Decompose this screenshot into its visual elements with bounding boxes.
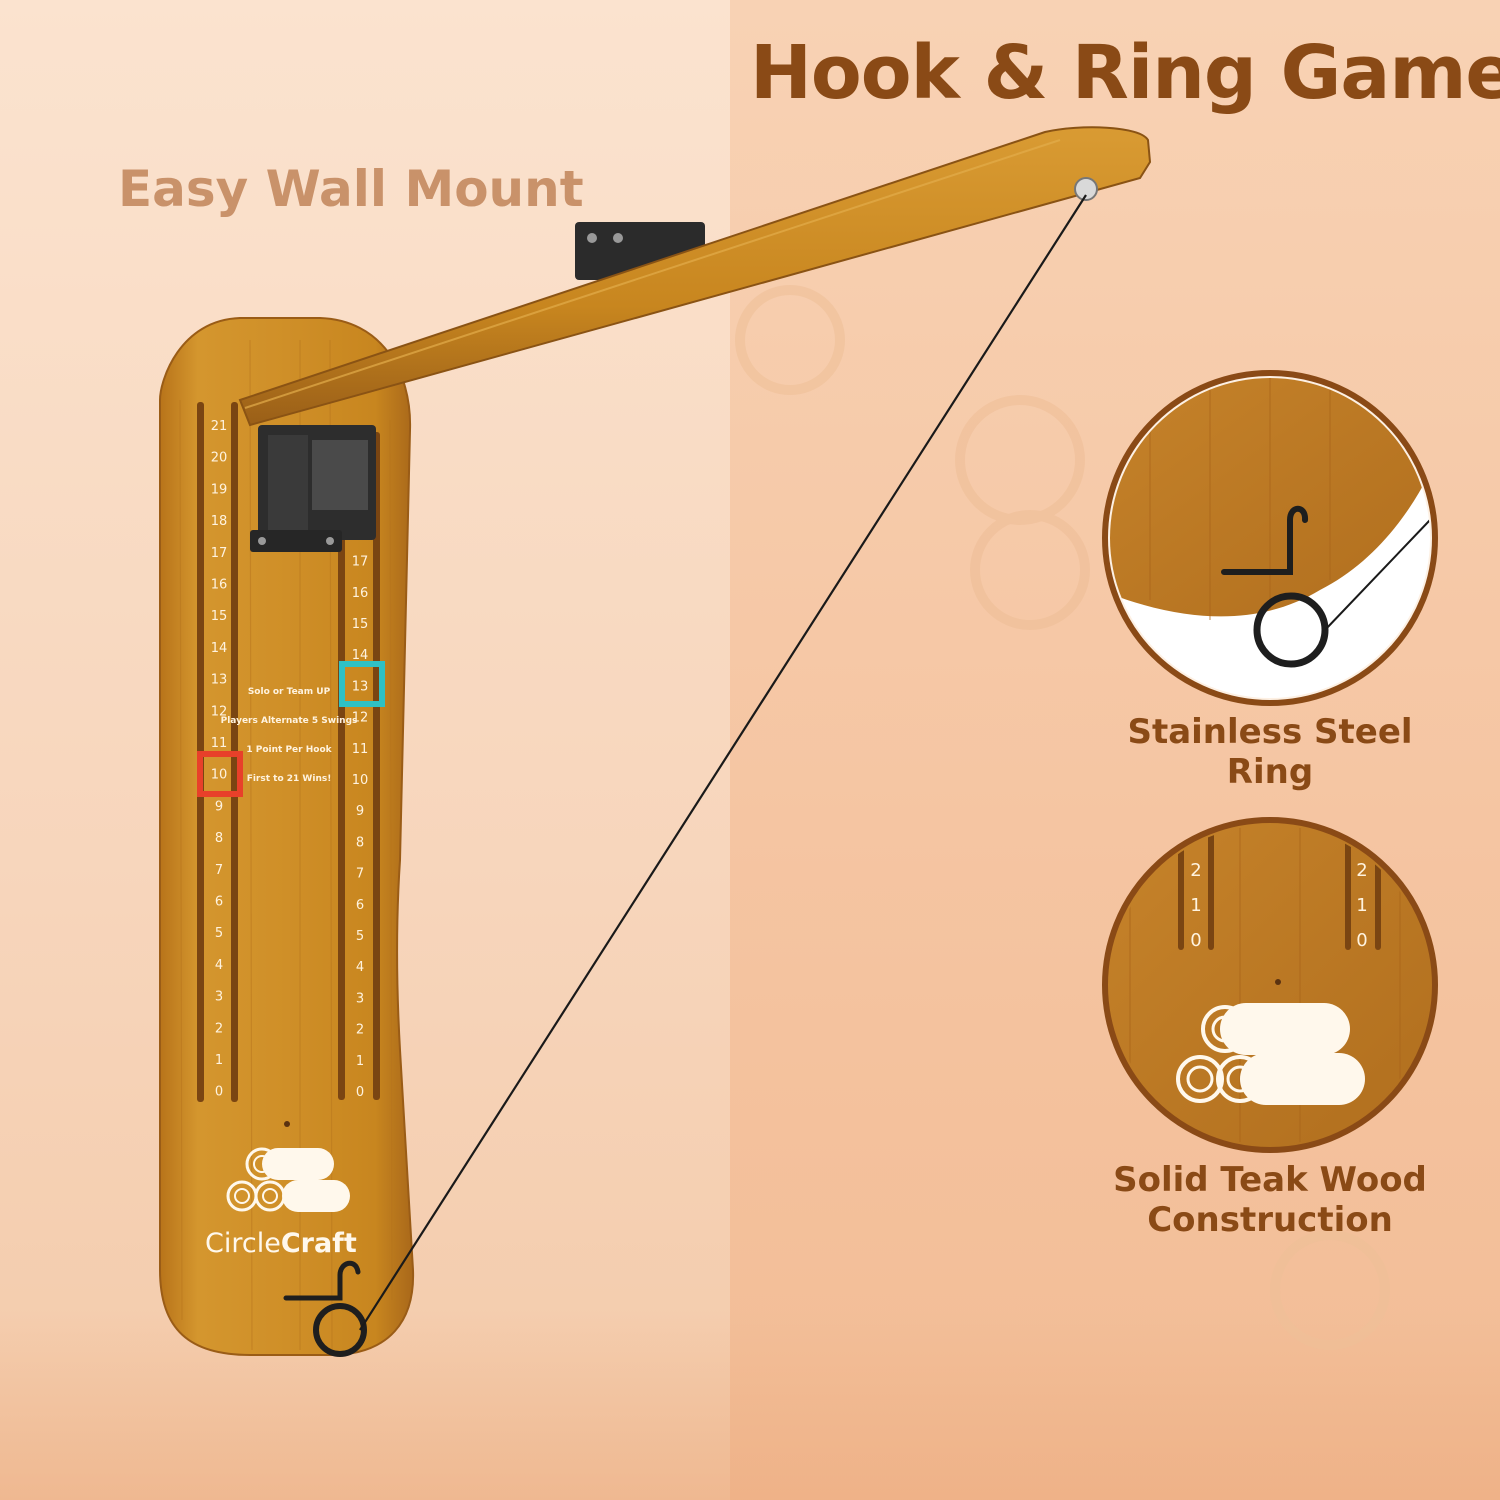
board-hook-icon bbox=[283, 1260, 361, 1301]
page-title: Hook & Ring Game bbox=[750, 30, 1500, 116]
background-rings bbox=[735, 285, 1390, 1350]
stainless-ring-label-line2: Ring bbox=[1226, 752, 1314, 792]
right-score-number-9: 9 bbox=[356, 804, 364, 819]
detail-number-right-2: 1 bbox=[1356, 895, 1367, 916]
right-score-number-0: 0 bbox=[356, 1085, 364, 1100]
ring-closeup-circle bbox=[1102, 370, 1438, 706]
left-score-number-9: 9 bbox=[215, 799, 223, 814]
left-score-number-15: 15 bbox=[211, 609, 228, 624]
left-score-number-11: 11 bbox=[211, 736, 228, 751]
right-score-marker[interactable] bbox=[339, 661, 385, 707]
left-score-number-6: 6 bbox=[215, 895, 223, 910]
right-score-number-12: 12 bbox=[352, 711, 369, 726]
detail-number-right-3: 0 bbox=[1356, 930, 1367, 951]
right-score-slot-inner bbox=[373, 432, 380, 1100]
right-score-number-7: 7 bbox=[356, 867, 364, 882]
right-score-number-14: 14 bbox=[352, 648, 369, 663]
detail-number-left-3: 0 bbox=[1190, 930, 1201, 951]
brand-logo-text: CircleCraft bbox=[205, 1228, 357, 1259]
left-score-number-5: 5 bbox=[215, 926, 223, 941]
left-score-number-7: 7 bbox=[215, 863, 223, 878]
wood-closeup-circle: 2 1 0 2 1 0 bbox=[1102, 817, 1438, 1153]
mounting-hole bbox=[284, 1121, 290, 1127]
left-score-marker[interactable] bbox=[197, 751, 243, 797]
teak-wood-label-line2: Construction bbox=[1147, 1200, 1393, 1240]
left-score-number-3: 3 bbox=[215, 990, 223, 1005]
right-score-number-17: 17 bbox=[352, 555, 369, 570]
rule-line-3: 1 Point Per Hook bbox=[246, 745, 332, 755]
left-score-number-4: 4 bbox=[215, 958, 223, 973]
left-score-number-0: 0 bbox=[215, 1085, 223, 1100]
right-score-number-6: 6 bbox=[356, 898, 364, 913]
right-score-number-4: 4 bbox=[356, 960, 364, 975]
right-score-number-15: 15 bbox=[352, 617, 369, 632]
left-score-number-17: 17 bbox=[211, 546, 228, 561]
arm-eye-bolt-icon bbox=[1074, 177, 1098, 201]
right-score-number-2: 2 bbox=[356, 1023, 364, 1038]
page-subtitle: Easy Wall Mount bbox=[118, 160, 584, 218]
left-score-number-1: 1 bbox=[215, 1053, 223, 1068]
string-line bbox=[359, 194, 1087, 1331]
metal-ring-icon[interactable] bbox=[313, 1303, 367, 1357]
wooden-backboard bbox=[159, 317, 415, 1356]
left-score-number-8: 8 bbox=[215, 831, 223, 846]
right-score-number-16: 16 bbox=[352, 586, 369, 601]
closeup-hook-icon bbox=[1221, 505, 1308, 575]
rule-line-4: First to 21 Wins! bbox=[247, 774, 332, 784]
detail-number-left-1: 2 bbox=[1190, 860, 1201, 881]
left-score-number-12: 12 bbox=[211, 704, 228, 719]
right-score-number-10: 10 bbox=[352, 773, 369, 788]
left-score-number-2: 2 bbox=[215, 1021, 223, 1036]
rules-text: Solo or Team UP Players Alternate 5 Swin… bbox=[221, 687, 358, 784]
left-score-number-14: 14 bbox=[211, 641, 228, 656]
right-score-number-8: 8 bbox=[356, 835, 364, 850]
left-score-number-18: 18 bbox=[211, 514, 228, 529]
rule-line-1: Solo or Team UP bbox=[248, 687, 331, 697]
left-score-number-21: 21 bbox=[211, 419, 228, 434]
left-score-number-10: 10 bbox=[211, 768, 228, 783]
right-score-slot-outer bbox=[338, 432, 345, 1100]
detail-number-right-1: 2 bbox=[1356, 860, 1367, 881]
right-score-number-5: 5 bbox=[356, 929, 364, 944]
right-score-number-3: 3 bbox=[356, 991, 364, 1006]
wooden-swing-arm bbox=[238, 126, 1152, 427]
teak-wood-label: Solid Teak Wood Construction bbox=[1090, 1160, 1450, 1240]
rule-line-2: Players Alternate 5 Swings bbox=[221, 716, 358, 726]
circlecraft-logo-icon bbox=[226, 1147, 350, 1212]
left-score-number-20: 20 bbox=[211, 451, 228, 466]
left-score-number-13: 13 bbox=[211, 673, 228, 688]
hinge-bracket-icon bbox=[250, 222, 705, 552]
right-score-number-13: 13 bbox=[352, 679, 369, 694]
right-score-number-11: 11 bbox=[352, 742, 369, 757]
stainless-ring-label-line1: Stainless Steel bbox=[1127, 712, 1413, 752]
left-score-number-19: 19 bbox=[211, 482, 228, 497]
detail-number-left-2: 1 bbox=[1190, 895, 1201, 916]
right-score-number-1: 1 bbox=[356, 1054, 364, 1069]
stainless-ring-label: Stainless Steel Ring bbox=[1100, 712, 1440, 792]
left-score-number-16: 16 bbox=[211, 578, 228, 593]
teak-wood-label-line1: Solid Teak Wood bbox=[1113, 1160, 1427, 1200]
